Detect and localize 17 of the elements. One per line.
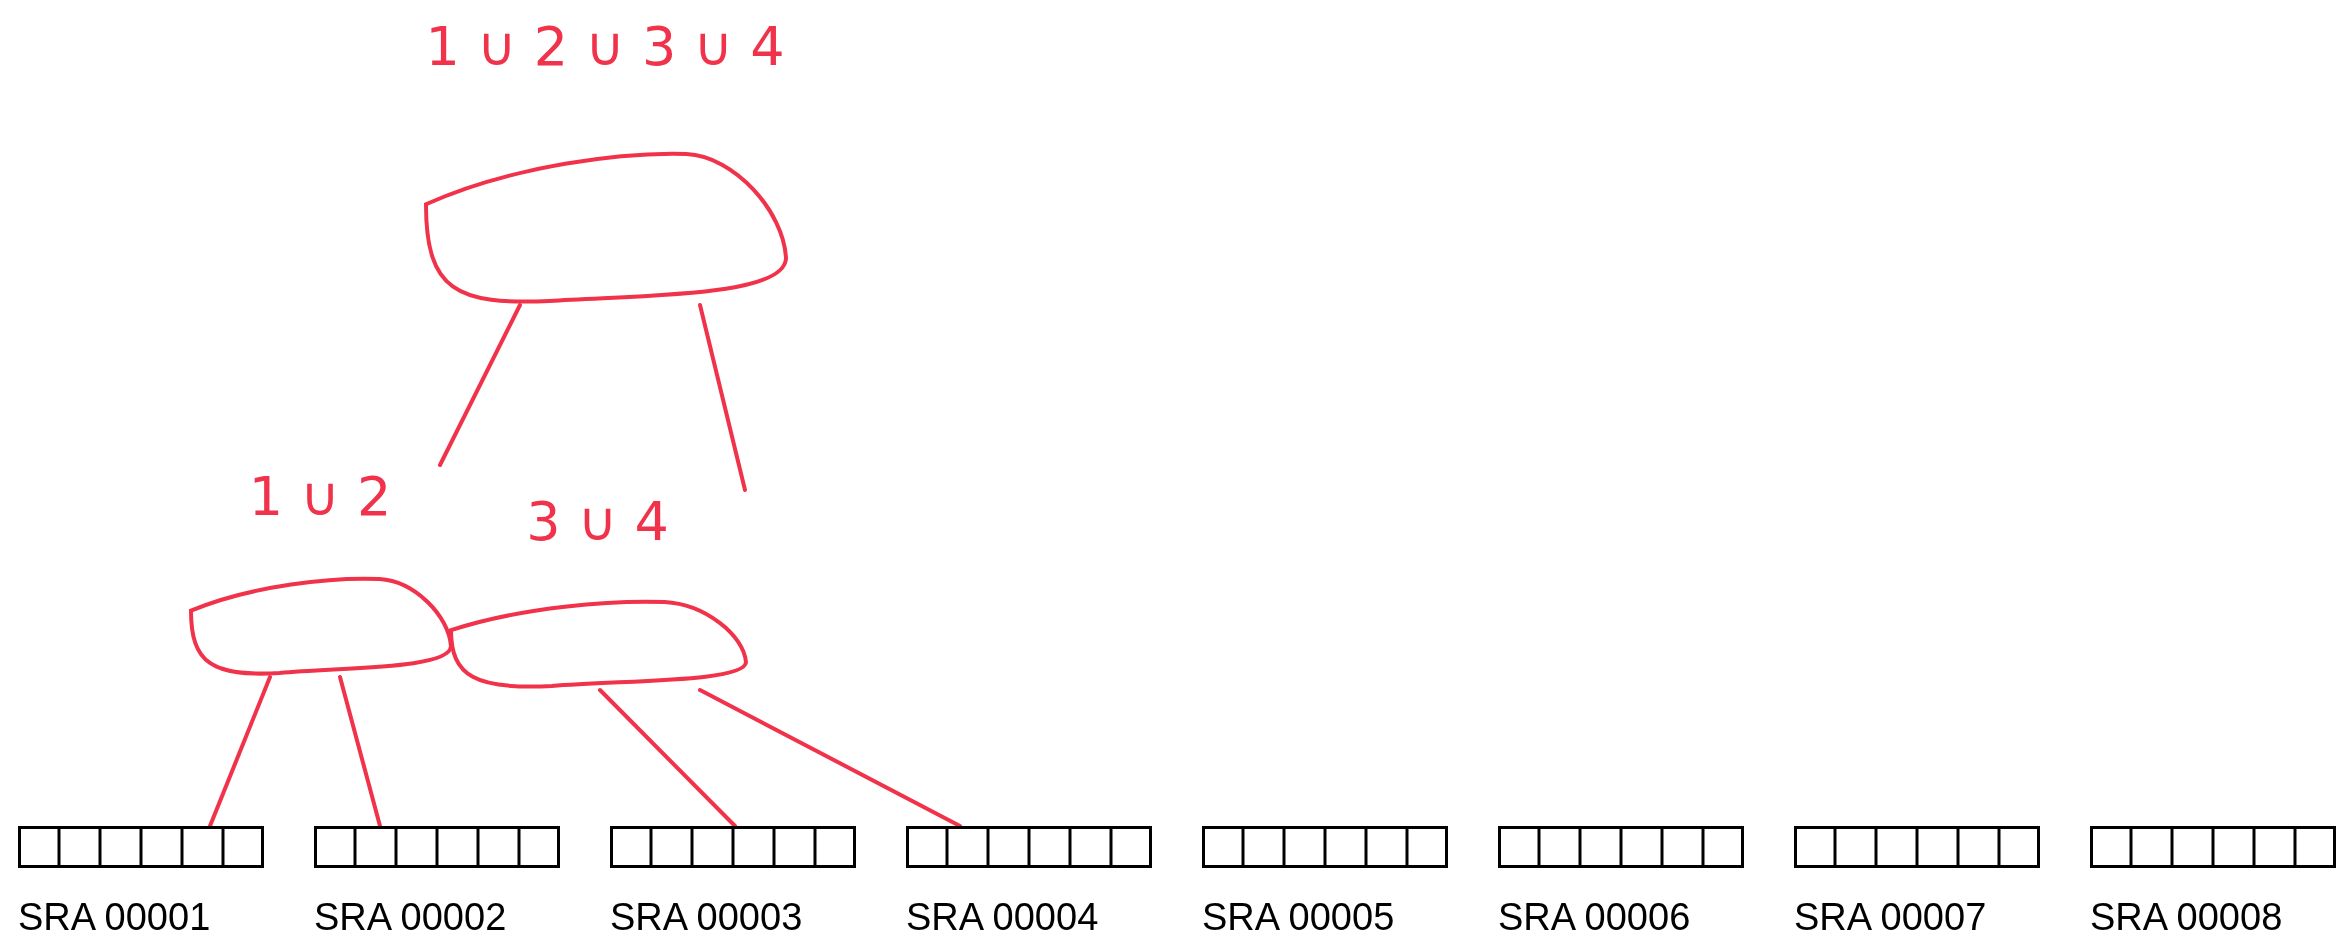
handwritten-label: 1 ∪ 2 ∪ 3 ∪ 4: [424, 15, 786, 78]
tree-edge: [598, 688, 737, 828]
handwritten-label: 1 ∪ 2: [247, 465, 393, 528]
tree-edge: [208, 675, 272, 828]
tree-edge: [698, 303, 747, 492]
tree-edge: [338, 675, 382, 828]
array-label: SRA 00006: [1498, 896, 1691, 939]
array-label: SRA 00001: [18, 896, 211, 939]
handwritten-label: 3 ∪ 4: [525, 490, 670, 553]
tree-edge: [438, 303, 522, 467]
array-label: SRA 00002: [314, 896, 507, 939]
array-label: SRA 00005: [1202, 896, 1395, 939]
array-label: SRA 00003: [610, 896, 803, 939]
array-label: SRA 00004: [906, 896, 1099, 939]
array-label: SRA 00007: [1794, 896, 1987, 939]
array-label: SRA 00008: [2090, 896, 2283, 939]
tree-edge: [698, 688, 962, 828]
